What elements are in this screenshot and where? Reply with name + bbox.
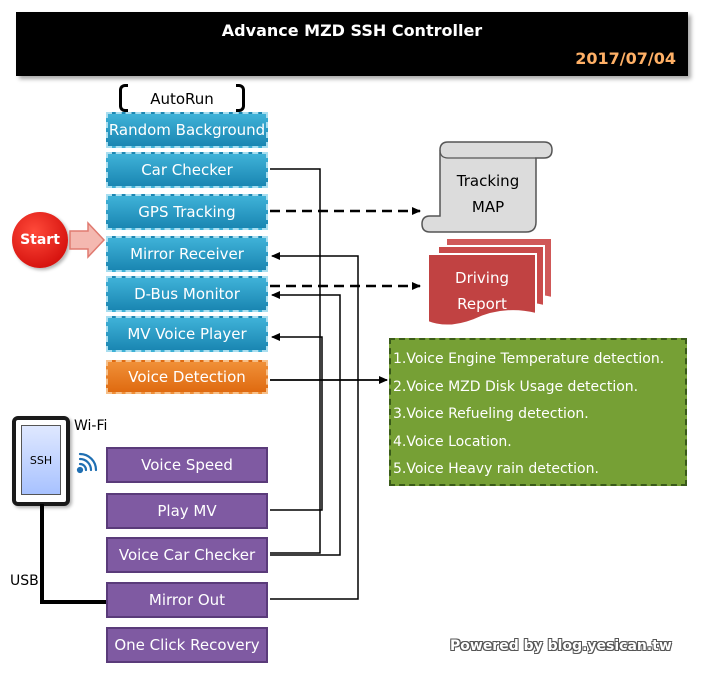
driving-report-label-line1: Driving: [455, 269, 509, 287]
voice-car-checker-box: Voice Car Checker: [106, 537, 268, 573]
mv-voice-player-box: MV Voice Player: [106, 316, 268, 352]
autorun-label: AutoRun: [119, 84, 245, 112]
mv-connector: [270, 333, 323, 511]
footer-credit: Powered by blog.yesican.tw: [450, 638, 672, 654]
tracking-map-label-line1: Tracking: [456, 172, 519, 190]
voice-detection-list: 1.Voice Engine Temperature detection. 2.…: [389, 338, 687, 486]
tracking-map-scroll-icon: Tracking MAP: [421, 141, 553, 233]
driving-report-label-line2: Report: [457, 295, 507, 313]
page-title: Advance MZD SSH Controller: [221, 21, 483, 40]
wifi-icon: [76, 452, 98, 474]
usb-cable: [40, 504, 106, 604]
mirror-out-box: Mirror Out: [106, 582, 268, 618]
random-background-box: Random Background: [106, 112, 268, 148]
usb-label: USB: [10, 573, 39, 589]
tracking-map-label-line2: MAP: [472, 198, 504, 216]
one-click-recovery-box: One Click Recovery: [106, 627, 268, 663]
start-arrow-icon: [69, 221, 106, 259]
voice-detection-box: Voice Detection: [106, 360, 268, 394]
car-checker-box: Car Checker: [106, 152, 268, 188]
mirror-connector: [270, 252, 359, 600]
dbus-monitor-box: D-Bus Monitor: [106, 276, 268, 312]
play-mv-box: Play MV: [106, 493, 268, 529]
detection-item: 5.Voice Heavy rain detection.: [393, 461, 599, 477]
title-bar: Advance MZD SSH Controller 2017/07/04: [16, 12, 688, 76]
car-checker-connector: [270, 168, 321, 554]
phone-screen-label: SSH: [21, 425, 61, 495]
wifi-label: Wi-Fi: [74, 418, 108, 434]
mirror-receiver-box: Mirror Receiver: [106, 236, 268, 272]
gps-tracking-box: GPS Tracking: [106, 194, 268, 230]
detection-item: 4.Voice Location.: [393, 433, 512, 450]
detection-item: 2.Voice MZD Disk Usage detection.: [393, 378, 639, 395]
detection-item: 3.Voice Refueling detection.: [393, 406, 589, 422]
start-node: Start: [12, 212, 68, 268]
date-label: 2017/07/04: [575, 49, 676, 68]
dbus-connector: [270, 291, 341, 556]
voice-speed-box: Voice Speed: [106, 447, 268, 483]
driving-report-stack-icon: Driving Report: [427, 237, 553, 327]
detection-item: 1.Voice Engine Temperature detection.: [393, 351, 665, 367]
